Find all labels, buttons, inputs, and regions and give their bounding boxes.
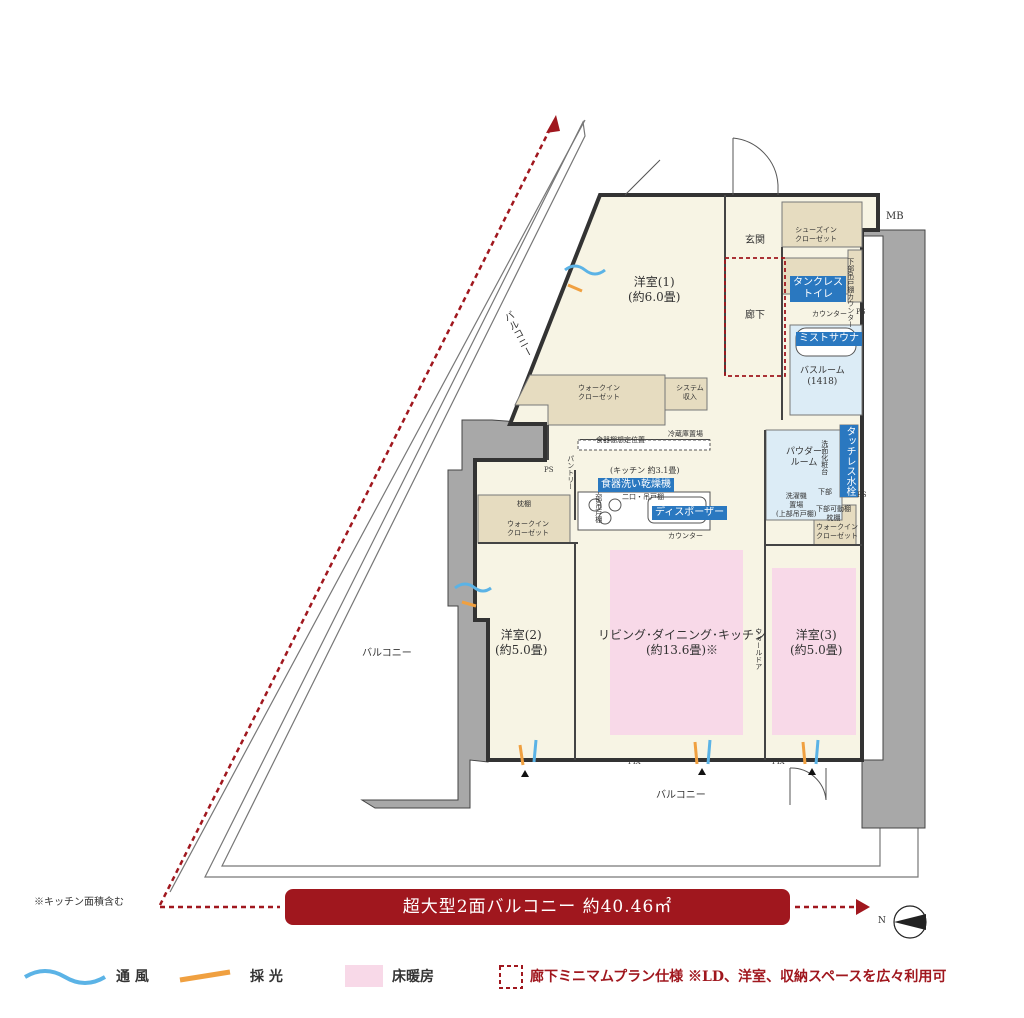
tankless: タンクレス	[793, 277, 843, 288]
arrow-head-right	[856, 899, 870, 915]
bath-size: (1418)	[807, 377, 838, 388]
shoes-closet: クローゼット	[795, 234, 837, 243]
walkin-closet-2-label: ウォークイン クローゼット	[507, 520, 549, 538]
tankless-toilet-tag: タンクレス トイレ	[790, 276, 846, 302]
room-name: 洋室(2)	[500, 628, 542, 642]
bath-label: バスルーム (1418)	[800, 366, 845, 389]
room-name: 洋室(3)	[795, 628, 837, 642]
shoes-closet-label: シューズイン クローゼット	[795, 226, 837, 244]
fix-marker-1: FIX	[628, 758, 641, 766]
kitchen-area-note: ※キッチン面積含む	[34, 897, 124, 908]
shoes-in: シューズイン	[795, 226, 837, 234]
wind-icon	[23, 969, 107, 985]
airflow-markers	[454, 264, 820, 777]
counter-top-label: カウンター	[812, 310, 847, 318]
legend-floor-heating: 床暖房	[392, 969, 434, 985]
sunlight-icon	[179, 969, 231, 983]
walkin-closet-top-label: ウォークイン クローゼット	[578, 384, 620, 402]
balcony-door	[789, 767, 827, 805]
system-storage-label: システム 収入	[676, 384, 704, 402]
upper-shelf-label: 上部吊戸棚	[594, 488, 603, 523]
shelf-small-label: 下部	[818, 488, 832, 496]
washer-label: 洗濯機 置場 (上部吊戸棚)	[776, 492, 816, 518]
counter-kitchen-label: カウンター	[668, 532, 703, 540]
fix-marker-2: FIX	[772, 758, 785, 766]
legend-daylight: 採 光	[250, 969, 283, 985]
bath-name: バスルーム	[800, 366, 845, 376]
washer-3: (上部吊戸棚)	[776, 509, 817, 518]
room-name: 洋室(1)	[633, 275, 675, 289]
mb-marker: MB	[886, 211, 904, 222]
pantry-label: 二口・吊戸棚	[622, 493, 664, 501]
powder-name: パウダー	[786, 447, 823, 457]
touchless-faucet-tag: タッチレス水栓	[840, 425, 858, 497]
corridor-label: 廊下	[745, 310, 765, 321]
ps-marker-3: PS	[544, 466, 554, 474]
room-size: (約5.0畳)	[790, 643, 843, 657]
fridge-label: 冷蔵庫置場	[668, 430, 703, 438]
powder-label: パウダー ルーム	[786, 447, 822, 470]
washer-2: 置場	[789, 500, 804, 509]
room-ldk: リビング･ダイニング･キッチン (約13.6畳)※	[598, 628, 766, 658]
walkin3-a: ウォークイン	[816, 523, 858, 531]
washer-1: 洗濯機	[785, 492, 807, 500]
pantry2-label: パントリー	[566, 455, 575, 490]
north-label: N	[878, 916, 886, 926]
balcony-arrows	[158, 124, 860, 909]
legend-ventilation: 通 風	[116, 969, 149, 985]
arrow-head-up	[546, 115, 560, 133]
floor-heating-zones	[610, 550, 856, 735]
balcony-banner: 超大型2面バルコニー 約40.46㎡	[285, 889, 790, 925]
walkin3-b: クローゼット	[816, 531, 858, 540]
ps-marker-1: PS	[856, 308, 866, 316]
corridor-plan-outline	[724, 257, 786, 377]
walkin-top-2: クローゼット	[578, 392, 620, 401]
system-storage-2: 収入	[682, 392, 697, 401]
powder-name-2: ルーム	[790, 458, 818, 469]
pillow-shelf-3b: 枕棚	[826, 513, 841, 522]
toilet: トイレ	[803, 289, 833, 300]
dishwasher-tag: 食器洗い乾燥機	[598, 478, 674, 492]
walkin-top-1: ウォークイン	[578, 384, 620, 392]
legend-icons	[23, 965, 523, 989]
entrance-label: 玄関	[745, 235, 765, 246]
system-storage-1: システム	[676, 384, 704, 392]
counter-side-label: 下部吊戸棚カウンター	[846, 258, 855, 328]
room-western-3: 洋室(3) (約5.0畳)	[790, 628, 842, 658]
pillow-shelf-3a: 下部可動棚	[816, 505, 851, 513]
room-size: (約13.6畳)※	[645, 643, 719, 657]
mist-sauna-tag: ミストサウナ	[796, 332, 862, 346]
pillow-shelf-label: 枕棚	[517, 500, 531, 508]
wall-door-label: ウォールドア	[754, 628, 763, 670]
walkin-closet-3-label: ウォークイン クローゼット	[816, 523, 858, 541]
balcony-left-label: バルコニー	[362, 648, 412, 659]
room-name: リビング･ダイニング･キッチン	[598, 628, 767, 642]
kitchen-label: (キッチン 約3.1畳)	[610, 466, 680, 475]
entrance-door	[624, 137, 779, 196]
walkin2-b: クローゼット	[507, 528, 549, 537]
sanitary-label: 洗面化粧台	[820, 440, 829, 475]
ps-marker-2: PS	[857, 491, 867, 499]
north-compass-icon	[893, 905, 927, 939]
dish-shelf-label: 食器棚想定位置	[596, 436, 645, 444]
pillow-shelf-3-label: 下部可動棚 枕棚	[816, 505, 851, 523]
room-size: (約6.0畳)	[628, 290, 681, 304]
walkin2-a: ウォークイン	[507, 520, 549, 528]
disposer-tag: ディスポーザー	[652, 506, 728, 520]
room-size: (約5.0畳)	[495, 643, 548, 657]
balcony-bottom-label: バルコニー	[656, 790, 706, 801]
room-western-2: 洋室(2) (約5.0畳)	[495, 628, 547, 658]
storage-areas	[477, 201, 863, 546]
floor-heating-swatch	[345, 965, 383, 987]
room-western-1: 洋室(1) (約6.0畳)	[628, 275, 680, 305]
corridor-plan-swatch	[499, 965, 523, 989]
legend-corridor-plan: 廊下ミニマムプラン仕様 ※LD、洋室、収納スペースを広々利用可	[530, 969, 947, 985]
